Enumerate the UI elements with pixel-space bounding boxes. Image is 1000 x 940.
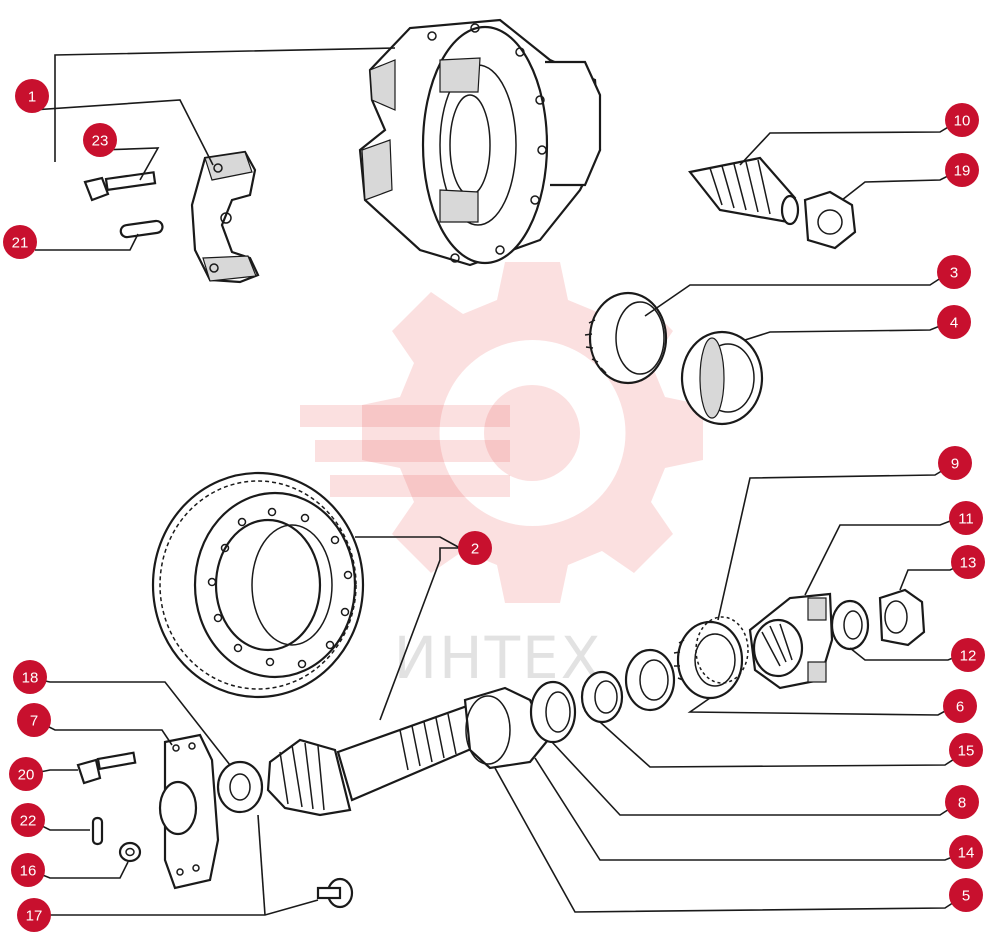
callout-number: 2 <box>471 541 479 558</box>
crown-gear <box>151 471 365 699</box>
rivet <box>316 877 354 909</box>
callout-13: 13 <box>951 545 985 579</box>
callout-number: 22 <box>20 813 37 830</box>
callout-badge <box>949 878 983 912</box>
callout-badge <box>9 757 43 791</box>
adjusting-nut <box>803 190 857 250</box>
callout-layer: 1 23 21 10 19 3 4 9 2 11 13 12 18 7 6 20 15 22 8 16 14 17 5 <box>3 79 985 932</box>
pinion-shaft <box>266 703 480 817</box>
callout-number: 9 <box>951 456 959 473</box>
bearing-cup <box>529 680 577 744</box>
callout-21: 21 <box>3 225 37 259</box>
shim-ring <box>624 648 676 712</box>
callout-10: 10 <box>945 103 979 137</box>
callout-23: 23 <box>83 123 117 157</box>
callout-badge <box>951 545 985 579</box>
callout-8: 8 <box>945 785 979 819</box>
callout-17: 17 <box>17 898 51 932</box>
bearing-race <box>695 616 749 684</box>
differential-housing <box>358 18 602 267</box>
callout-badge <box>937 255 971 289</box>
bearing-cap <box>190 150 260 284</box>
callout-number: 21 <box>12 235 29 252</box>
callout-number: 14 <box>958 845 975 862</box>
callout-5: 5 <box>949 878 983 912</box>
callout-9: 9 <box>938 446 972 480</box>
callout-22: 22 <box>11 803 45 837</box>
pilot-bearing <box>216 760 264 814</box>
callout-20: 20 <box>9 757 43 791</box>
callout-badge <box>951 638 985 672</box>
watermark-text: ИНТЕХ <box>394 624 603 692</box>
tapered-roller-bearing <box>680 330 764 426</box>
callout-number: 1 <box>28 89 36 106</box>
callout-2: 2 <box>458 531 492 565</box>
callout-badge <box>938 446 972 480</box>
callout-number: 17 <box>26 908 43 925</box>
callout-number: 10 <box>954 113 971 130</box>
callout-number: 6 <box>956 699 964 716</box>
callout-15: 15 <box>949 733 983 767</box>
callout-18: 18 <box>13 660 47 694</box>
callout-badge <box>945 103 979 137</box>
callout-4: 4 <box>937 305 971 339</box>
callout-number: 12 <box>960 648 977 665</box>
callout-number: 15 <box>958 743 975 760</box>
callout-19: 19 <box>945 153 979 187</box>
callout-badge <box>3 225 37 259</box>
callout-number: 8 <box>958 795 966 812</box>
callout-number: 7 <box>30 713 38 730</box>
callout-badge <box>949 733 983 767</box>
callout-badge <box>945 785 979 819</box>
washer <box>118 841 142 863</box>
spacer-ring <box>580 670 624 724</box>
callout-14: 14 <box>949 835 983 869</box>
bearing-cone <box>463 686 550 770</box>
callout-badge <box>937 305 971 339</box>
callout-6: 6 <box>943 689 977 723</box>
pinion-support-plate <box>158 733 220 890</box>
callout-badge <box>949 501 983 535</box>
callout-badge <box>949 835 983 869</box>
callout-12: 12 <box>951 638 985 672</box>
callout-number: 5 <box>962 888 970 905</box>
callout-badge <box>15 79 49 113</box>
callout-number: 23 <box>92 133 109 150</box>
cap-bolt <box>83 171 157 202</box>
callout-7: 7 <box>17 703 51 737</box>
callout-badge <box>13 660 47 694</box>
callout-number: 3 <box>950 265 958 282</box>
callout-badge <box>11 803 45 837</box>
callout-number: 19 <box>954 163 971 180</box>
flange-washer <box>830 599 870 651</box>
callout-number: 20 <box>18 767 35 784</box>
callout-number: 11 <box>958 511 974 528</box>
callout-number: 13 <box>960 555 977 572</box>
callout-badge <box>458 531 492 565</box>
adjusting-ring <box>584 291 668 385</box>
callout-3: 3 <box>937 255 971 289</box>
callout-11: 11 <box>949 501 983 535</box>
callout-badge <box>17 898 51 932</box>
adjusting-screw <box>688 156 800 226</box>
callout-1: 1 <box>15 79 49 113</box>
lock-pin <box>119 219 164 239</box>
flange-nut <box>878 588 926 647</box>
cotter-pin <box>91 816 104 846</box>
yoke-flange <box>748 592 834 690</box>
callout-number: 16 <box>20 863 37 880</box>
plate-bolt <box>76 751 137 785</box>
callout-16: 16 <box>11 853 45 887</box>
callout-badge <box>83 123 117 157</box>
callout-number: 4 <box>950 315 958 332</box>
callout-badge <box>11 853 45 887</box>
callout-number: 18 <box>22 670 39 687</box>
callout-badge <box>17 703 51 737</box>
callout-badge <box>945 153 979 187</box>
pinion-bearing <box>673 620 744 700</box>
callout-badge <box>943 689 977 723</box>
